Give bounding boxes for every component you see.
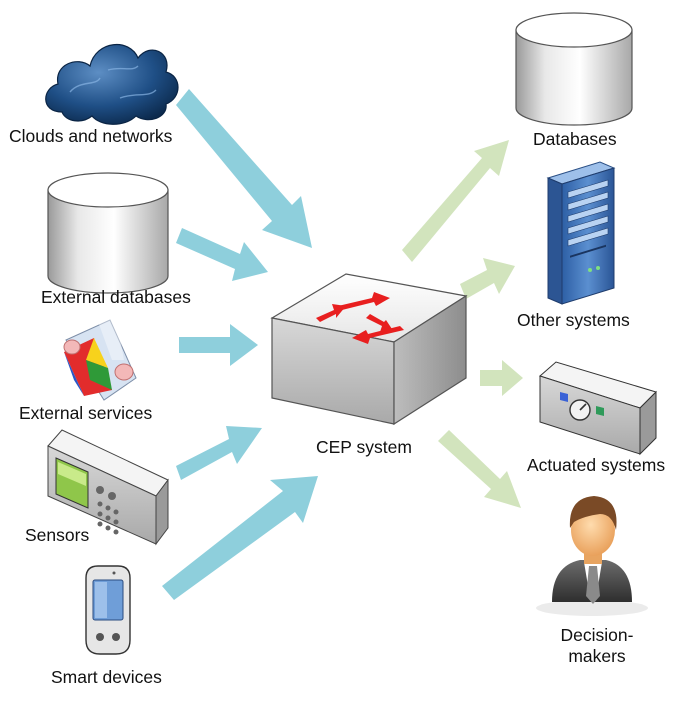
label-smart-devices: Smart devices xyxy=(51,667,162,687)
label-other-systems: Other systems xyxy=(517,310,630,330)
switch-icon xyxy=(270,273,468,426)
incoming-arrows xyxy=(162,89,318,600)
actuator-device-icon xyxy=(539,361,657,456)
arrow-cep-to-actuated xyxy=(480,360,523,396)
label-decision-line2: makers xyxy=(568,646,626,666)
cloud-icon xyxy=(45,44,179,125)
label-cep-system: CEP system xyxy=(316,437,412,457)
server-tower-icon xyxy=(546,161,616,305)
arrow-extservices-to-cep xyxy=(179,324,258,366)
target-database-icon xyxy=(515,12,633,126)
switch-arrows xyxy=(316,292,404,344)
label-external-databases: External databases xyxy=(41,287,191,307)
smartphone-icon xyxy=(85,565,131,655)
arrow-cep-to-other-systems xyxy=(460,258,515,299)
label-sensors: Sensors xyxy=(25,525,90,545)
label-decision-makers: Decision- makers xyxy=(555,625,639,667)
arrow-clouds-to-cep xyxy=(176,89,312,248)
arrow-smartdevices-to-cep xyxy=(162,476,318,600)
arrow-sensors-to-cep xyxy=(176,426,262,480)
outgoing-arrows xyxy=(402,140,523,508)
arrow-cep-to-decision xyxy=(438,430,521,508)
arrow-extdb-to-cep xyxy=(176,228,268,281)
person-icon xyxy=(536,496,648,616)
label-databases: Databases xyxy=(533,129,617,149)
database-icon xyxy=(47,172,169,294)
label-actuated-systems: Actuated systems xyxy=(527,455,666,475)
label-external-services: External services xyxy=(19,403,153,423)
service-prism-icon xyxy=(63,316,137,401)
label-clouds-and-networks: Clouds and networks xyxy=(9,126,173,146)
arrow-cep-to-databases xyxy=(402,140,509,262)
label-decision-line1: Decision- xyxy=(560,625,634,645)
sensor-device-icon xyxy=(47,429,169,546)
